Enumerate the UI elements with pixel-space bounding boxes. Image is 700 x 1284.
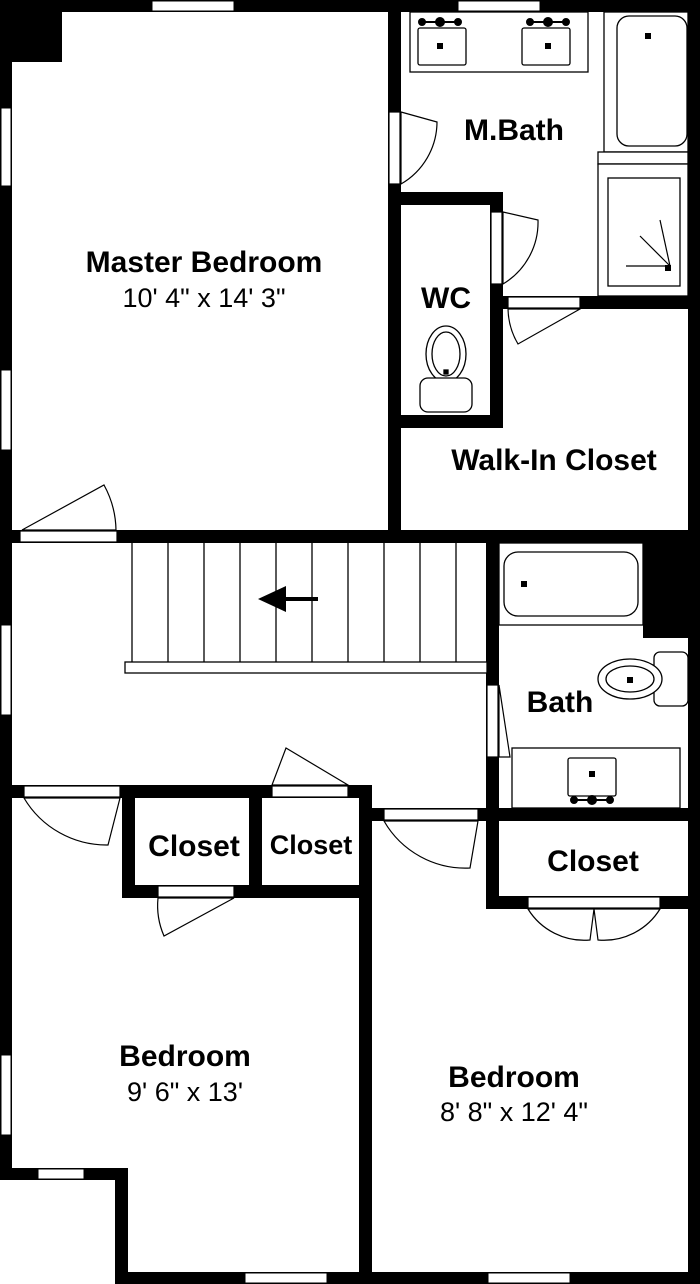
wall-upper-floor	[0, 530, 700, 543]
door-opening-closet-middle	[271, 785, 349, 798]
window-master-top	[151, 0, 235, 12]
door-bath-swing	[498, 684, 511, 758]
door-opening-bedroom-right	[383, 808, 479, 821]
door-opening-wc	[490, 211, 503, 285]
bathtub-inner	[503, 551, 639, 617]
room-label-walk-in-closet: Walk-In Closet	[451, 444, 657, 477]
wall-bath-bottom	[486, 808, 700, 821]
door-master-swing	[21, 484, 117, 531]
window-master-left-upper	[0, 107, 12, 187]
faucet-icons	[418, 17, 671, 271]
door-opening-closet-right	[527, 896, 661, 909]
drain	[521, 581, 527, 587]
door-closet-swing	[507, 308, 583, 345]
wall-top	[0, 0, 700, 12]
door-bedroom-left-swing	[22, 797, 121, 846]
wall-closets-middle	[249, 785, 262, 898]
master-bath-fixtures	[409, 11, 689, 297]
room-label-master-bedroom: Master Bedroom	[86, 246, 323, 279]
window-bedroom-left-bottom	[244, 1272, 328, 1284]
wall-bottom	[115, 1272, 700, 1284]
corner-block-top-left	[0, 0, 62, 62]
room-label-closet-right: Closet	[547, 845, 639, 878]
wall-notch-vertical	[115, 1168, 128, 1284]
door-closet-right-swing-right	[593, 908, 662, 941]
stair-rail	[124, 661, 488, 674]
faucet	[454, 18, 462, 26]
door-closet-middle-swing	[271, 747, 351, 786]
room-label-bath: Bath	[527, 686, 594, 719]
window-bedroom-right-bottom	[487, 1272, 571, 1284]
room-label-bedroom-left: Bedroom	[119, 1040, 251, 1073]
faucet	[562, 18, 570, 26]
room-label-closet-middle: Closet	[270, 830, 353, 860]
bathtub-inner	[616, 15, 688, 147]
staircase	[124, 543, 488, 674]
room-size-bedroom-left: 9' 6" x 13'	[127, 1077, 243, 1107]
room-label-bedroom-right: Bedroom	[448, 1061, 580, 1094]
door-opening-master-bath	[388, 111, 401, 185]
faucet	[570, 796, 578, 804]
drain	[589, 771, 595, 777]
drain	[645, 33, 651, 39]
toilet-icon	[597, 651, 689, 707]
door-opening-master	[19, 530, 118, 543]
faucet	[435, 17, 445, 27]
faucet	[606, 796, 614, 804]
faucet	[418, 18, 426, 26]
bath-small-marks	[521, 581, 633, 805]
wall-wc-bottom	[388, 415, 503, 428]
wall-wc-top	[388, 192, 503, 205]
wall-bedrooms-divider	[359, 785, 372, 1284]
toilet-icon	[419, 325, 473, 413]
window-hall-left	[0, 624, 12, 716]
door-opening-closet	[507, 296, 581, 309]
arrow-left-icon	[258, 586, 318, 612]
door-opening-bath	[486, 684, 499, 758]
window-master-left-lower	[0, 369, 12, 451]
room-label-wc: WC	[421, 282, 471, 315]
window-bath-top	[457, 0, 541, 12]
door-opening-closet-left	[157, 885, 235, 898]
window-bedroom-left	[0, 1054, 12, 1136]
room-label-master-bath: M.Bath	[464, 114, 564, 147]
room-size-bedroom-right: 8' 8" x 12' 4"	[440, 1097, 588, 1127]
shower-door-swing	[626, 219, 671, 267]
faucet	[543, 17, 553, 27]
room-label-closet-left: Closet	[148, 830, 240, 863]
wall-master-bath-divider	[388, 0, 401, 540]
doors	[19, 111, 662, 941]
drain	[437, 43, 443, 49]
door-master-bath-swing	[400, 111, 438, 186]
bath-corner-block	[643, 530, 700, 638]
wall-right	[688, 0, 700, 1284]
faucet	[526, 18, 534, 26]
door-bedroom-right-swing	[382, 820, 479, 869]
wall-left	[0, 0, 12, 1170]
drain	[627, 677, 633, 683]
shower-ledge	[597, 151, 689, 165]
drain	[545, 43, 551, 49]
door-opening-bedroom-left	[23, 785, 121, 798]
door-wc-swing	[502, 211, 539, 286]
door-closet-right-swing-left	[526, 908, 595, 941]
windows	[0, 0, 571, 1284]
door-closet-left-swing	[157, 897, 235, 937]
faucet	[587, 795, 597, 805]
wall-closets-left	[122, 785, 135, 898]
room-size-master-bedroom: 10' 4" x 14' 3"	[122, 283, 285, 313]
window-bedroom-notch	[37, 1168, 85, 1180]
